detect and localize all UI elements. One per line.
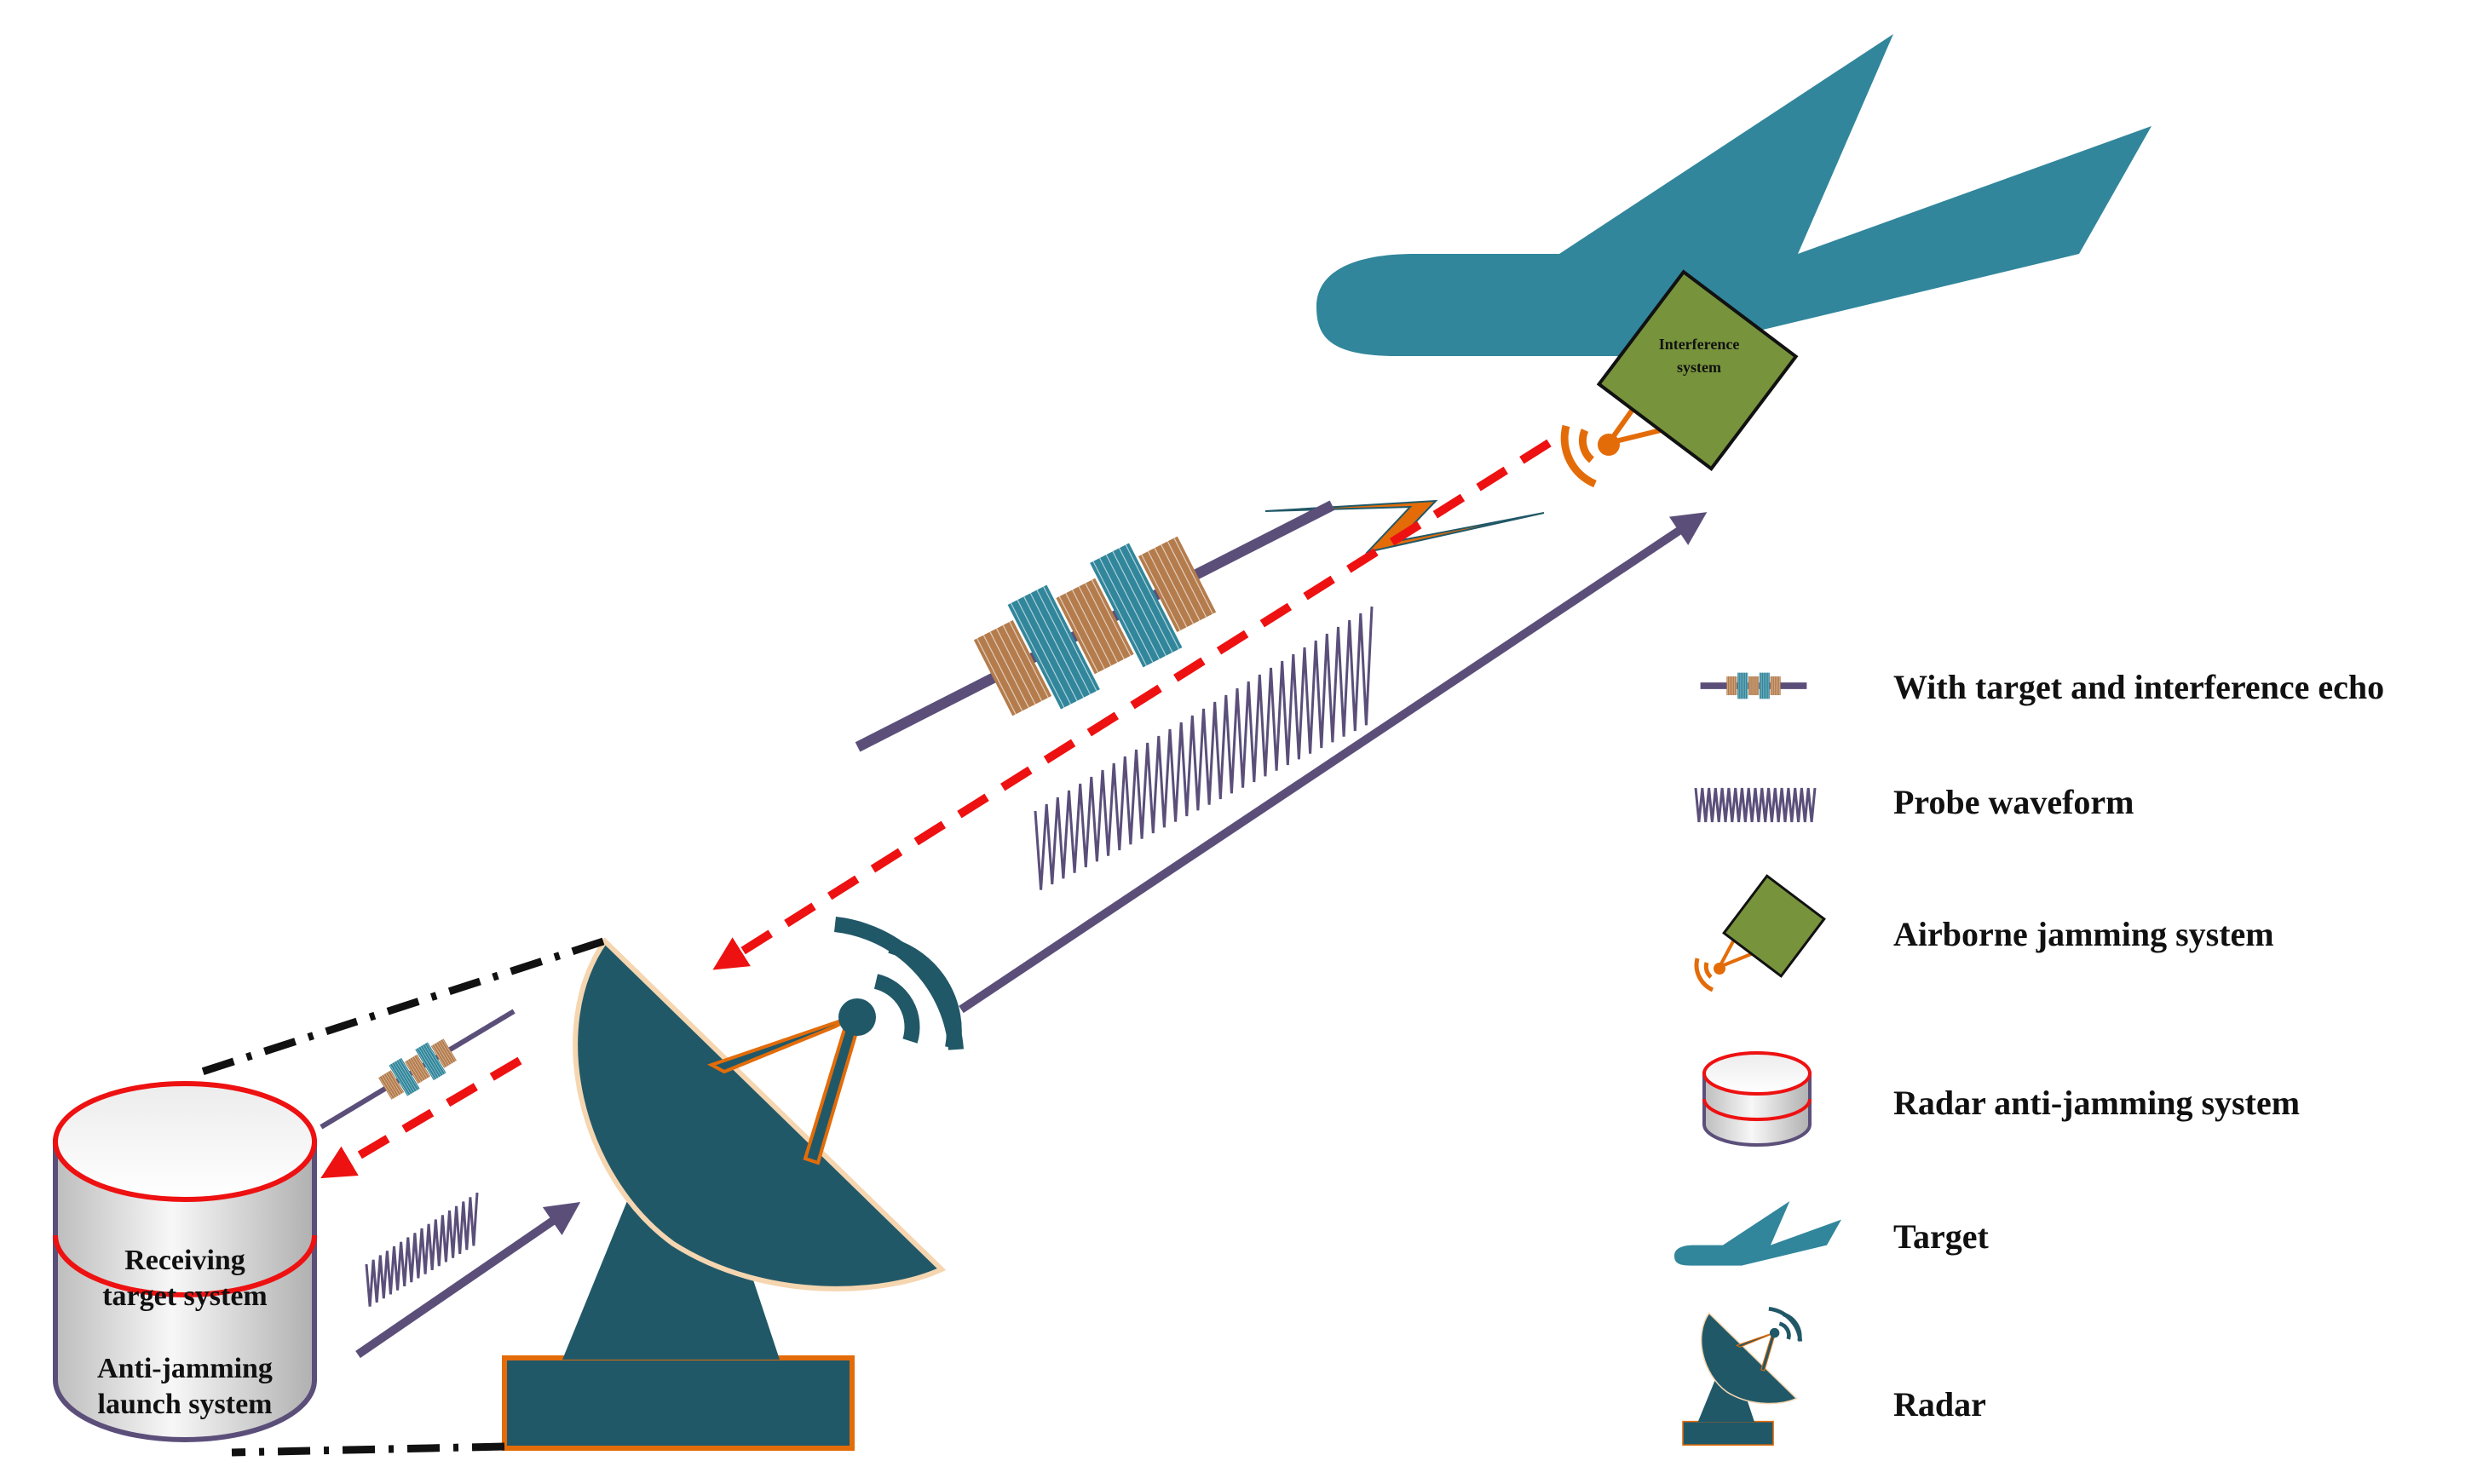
legend-label-radar: Radar xyxy=(1893,1385,1986,1424)
legend-label-probe: Probe waveform xyxy=(1893,783,2134,821)
echo-signal-large xyxy=(855,500,1335,752)
probe-waveform-small xyxy=(365,1192,479,1307)
link-line-top xyxy=(190,937,605,1079)
legend-label-target: Target xyxy=(1893,1217,1990,1256)
interference-box xyxy=(1596,269,1799,472)
legend-radar-icon xyxy=(1683,1309,1800,1445)
receiving-label-2: target system xyxy=(102,1280,268,1312)
jamming-antenna xyxy=(1560,373,1696,488)
radar-dish xyxy=(504,924,956,1448)
launch-arrow xyxy=(355,1201,581,1359)
legend-jamming-icon xyxy=(1694,874,1826,992)
legend-probe-icon xyxy=(1694,787,1817,823)
legend: With target and interference echo Probe … xyxy=(1674,668,2384,1445)
legend-cylinder-icon xyxy=(1702,1051,1812,1147)
legend-label-antijam: Radar anti-jamming system xyxy=(1893,1084,2300,1122)
legend-echo-icon xyxy=(1700,672,1807,699)
receiving-label-1: Receiving xyxy=(124,1245,245,1276)
interference-system: Interference system xyxy=(1560,269,1799,488)
probe-waveform-large xyxy=(1034,606,1374,890)
echo-to-receiver-arrow xyxy=(320,1056,522,1179)
transmit-arrow xyxy=(959,512,1708,1014)
interference-box-label-2: system xyxy=(1677,359,1721,376)
airplane-body xyxy=(1316,34,2152,356)
link-line-bottom xyxy=(231,1442,505,1457)
legend-label-jamming: Airborne jamming system xyxy=(1893,915,2274,953)
antijam-label-2: launch system xyxy=(98,1389,273,1420)
interference-return-arrow xyxy=(712,439,1552,970)
legend-airplane-icon xyxy=(1674,1201,1841,1266)
airplane-target xyxy=(1316,34,2152,356)
legend-label-echo: With target and interference echo xyxy=(1893,668,2384,706)
radar-anti-jamming-cylinder: Receiving target system Anti-jamming lau… xyxy=(53,1081,317,1442)
interference-box-label-1: Interference xyxy=(1659,336,1740,353)
jamming-lightning xyxy=(1264,499,1545,554)
antijam-label-1: Anti-jamming xyxy=(97,1353,273,1384)
echo-signal-small xyxy=(320,1009,516,1130)
